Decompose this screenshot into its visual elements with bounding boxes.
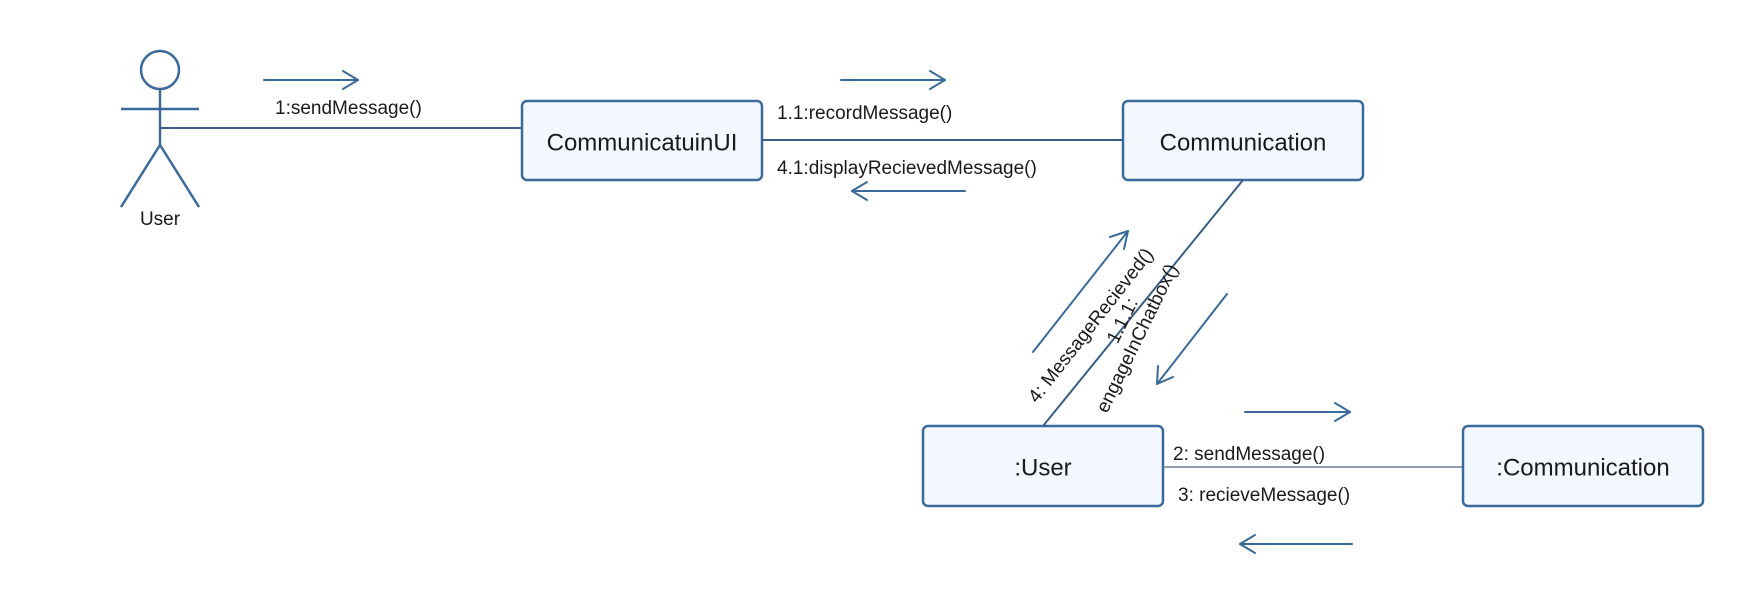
- arrow-display-received: [851, 181, 966, 201]
- arrow-record-message: [840, 70, 946, 90]
- arrow-engage-chatbox: [1156, 293, 1228, 385]
- arrow-receive-message: [1239, 534, 1353, 554]
- object-communication-instance[interactable]: :Communication: [1461, 424, 1705, 508]
- message-receive-message: 3: recieveMessage(): [1178, 485, 1350, 506]
- actor-left-leg: [119, 144, 162, 208]
- arrow-send-message-1: [263, 70, 359, 90]
- message-send-message-1: 1:sendMessage(): [275, 98, 422, 119]
- object-label: Communication: [1160, 129, 1327, 156]
- object-communication[interactable]: Communication: [1121, 99, 1365, 182]
- message-record-message: 1.1:recordMessage(): [777, 103, 952, 124]
- arrow-message-received: [1032, 230, 1129, 353]
- arrow-send-message-2: [1244, 402, 1351, 422]
- message-display-received: 4.1:displayRecievedMessage(): [777, 158, 1037, 179]
- actor-label: User: [140, 209, 181, 230]
- actor-head: [139, 49, 181, 91]
- message-send-message-2: 2: sendMessage(): [1173, 444, 1325, 465]
- actor-right-leg: [158, 144, 201, 208]
- object-label: CommunicatuinUI: [547, 129, 738, 156]
- object-user[interactable]: :User: [921, 424, 1165, 508]
- user-actor[interactable]: User: [119, 49, 201, 230]
- object-label: :User: [1014, 454, 1071, 481]
- link-communication-user: [1042, 179, 1244, 427]
- object-communicatuin-ui[interactable]: CommunicatuinUI: [520, 99, 764, 182]
- object-label: :Communication: [1496, 454, 1669, 481]
